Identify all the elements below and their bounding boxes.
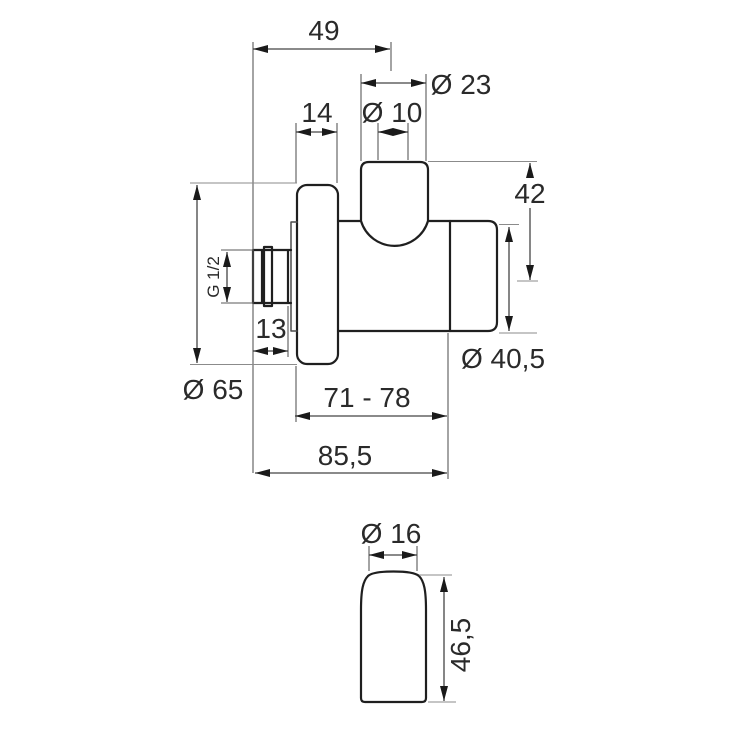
handle-outline — [359, 570, 428, 704]
thread-stub-outline — [251, 245, 293, 308]
dim-label-85-5: 85,5 — [318, 440, 373, 471]
dimension-dia-10: Ø 10 — [362, 97, 423, 160]
dimension-46-5: 46,5 — [419, 574, 476, 703]
dimension-71-78: 71 - 78 — [295, 333, 449, 479]
flange-hub-outline — [290, 221, 298, 332]
extension-line — [377, 123, 409, 160]
wall-flange-outline — [295, 183, 340, 366]
dimension-42: 42 — [428, 160, 546, 282]
dim-label-71-78: 71 - 78 — [323, 382, 410, 413]
dimension-dia-16: Ø 16 — [361, 518, 422, 571]
extension-line — [190, 182, 297, 366]
extension-line — [368, 546, 418, 571]
dimension-dia-65: Ø 65 — [183, 182, 297, 405]
dimension-g12-thread: G 1/2 — [204, 249, 253, 304]
dimension-dia-23: Ø 23 — [360, 69, 492, 161]
dimension-dia-40-5: Ø 40,5 — [461, 223, 545, 374]
dimension-85-5: 85,5 — [255, 440, 447, 477]
extension-line — [499, 223, 537, 334]
dimension-14: 14 — [295, 97, 338, 183]
main-view: 49 Ø 23 14 Ø 10 42 — [183, 15, 546, 479]
dim-label-49: 49 — [308, 15, 339, 46]
dim-label-dia-10: Ø 10 — [362, 97, 423, 128]
dimension-49: 49 — [252, 15, 392, 473]
dim-label-13: 13 — [255, 313, 286, 344]
bonnet-cylinder-outline — [359, 160, 430, 247]
dim-label-dia-40-5: Ø 40,5 — [461, 343, 545, 374]
dim-label-dia-65: Ø 65 — [183, 374, 244, 405]
dim-label-46-5: 46,5 — [445, 618, 476, 673]
valve-body-outline — [336, 219, 499, 333]
dim-label-dia-16: Ø 16 — [361, 518, 422, 549]
dim-label-dia-23: Ø 23 — [431, 69, 492, 100]
dim-label-42: 42 — [514, 178, 545, 209]
dimension-13: 13 — [253, 306, 289, 357]
extension-line — [221, 249, 253, 304]
dim-label-g12: G 1/2 — [204, 256, 223, 298]
dim-label-14: 14 — [301, 97, 332, 128]
extension-line — [360, 74, 427, 161]
handle-detail-view: Ø 16 46,5 — [359, 518, 476, 704]
